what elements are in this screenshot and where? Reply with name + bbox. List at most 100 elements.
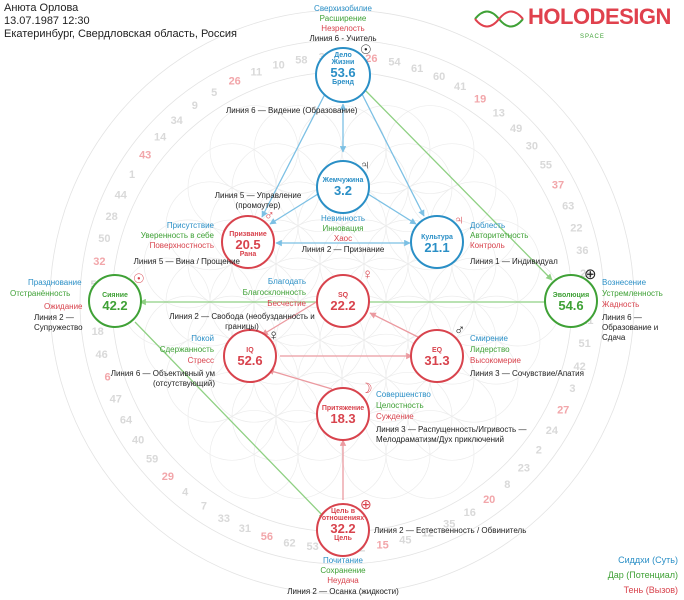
- node-name: EQ: [431, 347, 443, 354]
- calling-shadow: Поверхностность: [149, 241, 214, 250]
- eq-siddhi: Смирение: [470, 334, 508, 343]
- wheel-number: 11: [250, 66, 262, 78]
- life-work-line: Линия 6 - Учитель: [309, 34, 377, 43]
- moon-icon: ☽: [360, 380, 373, 396]
- node-number: 42.2: [102, 298, 128, 313]
- node-name: Культура: [421, 234, 453, 241]
- node-name: Сияние: [102, 292, 128, 299]
- relationships-line: Линия 2 — Естественность / Обвинитель: [374, 526, 527, 535]
- wheel-number: 16: [464, 507, 476, 519]
- culture-siddhi: Доблесть: [470, 221, 506, 230]
- evolution-line: Линия 6 —Образование и Сдача: [602, 313, 659, 342]
- culture-shadow: Контроль: [470, 241, 505, 250]
- evolution-gift: Устремленность: [602, 289, 663, 298]
- wheel-number: 6: [105, 372, 111, 384]
- pearl-shadow: Хаос: [333, 234, 353, 243]
- node-sq[interactable]: SQ 22.2: [316, 292, 370, 312]
- radiance-siddhi: Празднование: [28, 278, 82, 287]
- radiance-line: Линия 2 — Супружество: [34, 313, 83, 332]
- holodesign-logo: [473, 7, 529, 36]
- pearl-siddhi: Невинность: [320, 214, 366, 223]
- node-circles: [88, 47, 598, 557]
- wheel-number: 15: [376, 540, 388, 552]
- wheel-number: 27: [557, 405, 569, 417]
- earth-icon: ⊕: [360, 496, 372, 512]
- wheel-number: 22: [570, 222, 582, 234]
- wheel-number: 13: [493, 108, 505, 120]
- wheel-number: 37: [552, 179, 564, 191]
- sun-icon: ☉: [360, 42, 372, 57]
- earth-icon: ⊕: [584, 266, 597, 283]
- wheel-number: 2: [536, 445, 542, 457]
- node-culture[interactable]: Культура 21.1: [410, 234, 464, 254]
- sq-siddhi: Благодать: [267, 277, 306, 286]
- wheel-number: 45: [399, 535, 411, 547]
- sq-shadow: Бесчестие: [267, 299, 306, 308]
- wheel-number: 44: [115, 189, 128, 201]
- node-calling[interactable]: Призвание 20.5 Рана: [221, 231, 275, 258]
- node-radiance[interactable]: Сияние 42.2: [88, 292, 142, 312]
- relationships-line-bottom: Линия 2 — Осанка (жидкости): [287, 587, 399, 596]
- node-iq[interactable]: IQ 52.6: [223, 347, 277, 367]
- jupiter-icon: ♃: [360, 157, 370, 172]
- wheel-number: 7: [201, 501, 207, 513]
- mars-icon: ♂: [264, 207, 275, 223]
- wheel-number: 53: [306, 541, 318, 553]
- node-life-work[interactable]: Дело Жизни 53.6 Бренд: [316, 52, 370, 86]
- relationships-shadow: Неудача: [327, 576, 359, 585]
- evolution-siddhi: Вознесение: [602, 278, 647, 287]
- iq-gift: Сдержанность: [159, 345, 214, 354]
- node-name: Жемчужина: [322, 177, 364, 184]
- wheel-number: 18: [92, 326, 104, 338]
- wheel-number: 5: [211, 87, 217, 99]
- logo-text: HOLODESIGN: [528, 4, 671, 29]
- node-number: 20.5: [235, 237, 261, 252]
- node-pearl[interactable]: Жемчужина 3.2: [316, 177, 370, 197]
- birth-place: Екатеринбург, Свердловская область, Росс…: [4, 28, 238, 40]
- iq-line: Линия 6 — Объективный ум (отсутствующий): [110, 369, 215, 388]
- eq-gift: Лидерство: [470, 345, 510, 354]
- node-number: 21.1: [424, 240, 450, 255]
- node-number: 31.3: [424, 353, 450, 368]
- wheel-number: 8: [504, 479, 510, 491]
- wheel-number: 33: [218, 513, 230, 525]
- wheel-number: 51: [578, 338, 590, 350]
- wheel-number: 62: [283, 537, 295, 549]
- node-name: SQ: [337, 292, 349, 299]
- attraction-line: Линия 3 — Распущенность/Игривость — Мело…: [376, 425, 527, 444]
- calling-gift: Уверенность в себе: [140, 231, 214, 240]
- wheel-number: 63: [562, 200, 574, 212]
- wheel-number: 32: [93, 256, 105, 268]
- node-eq[interactable]: EQ 31.3: [410, 347, 464, 367]
- node-number: 54.6: [558, 298, 584, 313]
- node-name: Дело Жизни: [331, 52, 355, 66]
- node-relationships[interactable]: Цель в отношениях 32.2 Цель: [318, 508, 368, 542]
- wheel-number: 61: [411, 63, 423, 75]
- node-number: 3.2: [333, 183, 353, 198]
- node-evolution[interactable]: Эволюция 54.6: [544, 292, 598, 312]
- wheel-number: 42: [573, 361, 585, 373]
- wheel-number: 29: [162, 471, 174, 483]
- node-name: Цель в отношениях: [321, 508, 365, 522]
- venus-icon: ♀: [268, 327, 280, 344]
- radiance-shadow: Ожидание: [44, 302, 83, 311]
- pearl-gift: Инновация: [322, 224, 364, 233]
- wheel-number: 55: [540, 159, 552, 171]
- wheel-numbers: 2654616041191349305537632236251721514232…: [90, 51, 594, 555]
- sq-gift: Благосклонность: [242, 288, 306, 297]
- node-name: Призвание: [229, 231, 267, 238]
- node-attraction[interactable]: Притяжение 18.3: [313, 405, 373, 425]
- legend-gift: Дар (Потенциал): [607, 570, 678, 580]
- pearl-line: Линия 2 — Признание: [301, 245, 385, 254]
- wheel-number: 24: [546, 425, 559, 437]
- wheel-number: 10: [272, 59, 284, 71]
- calling-line: Линия 5 — Вина / Прощение: [133, 257, 240, 266]
- node-name: IQ: [246, 347, 254, 354]
- wheel-number: 54: [388, 57, 401, 69]
- dna-logo-icon: [474, 10, 524, 28]
- node-number: 52.6: [237, 353, 263, 368]
- wheel-number: 20: [483, 494, 495, 506]
- mars-icon: ♂: [454, 322, 466, 339]
- node-name: Эволюция: [552, 292, 590, 299]
- life-work-line2: Линия 6 — Видение (Образование): [226, 106, 358, 115]
